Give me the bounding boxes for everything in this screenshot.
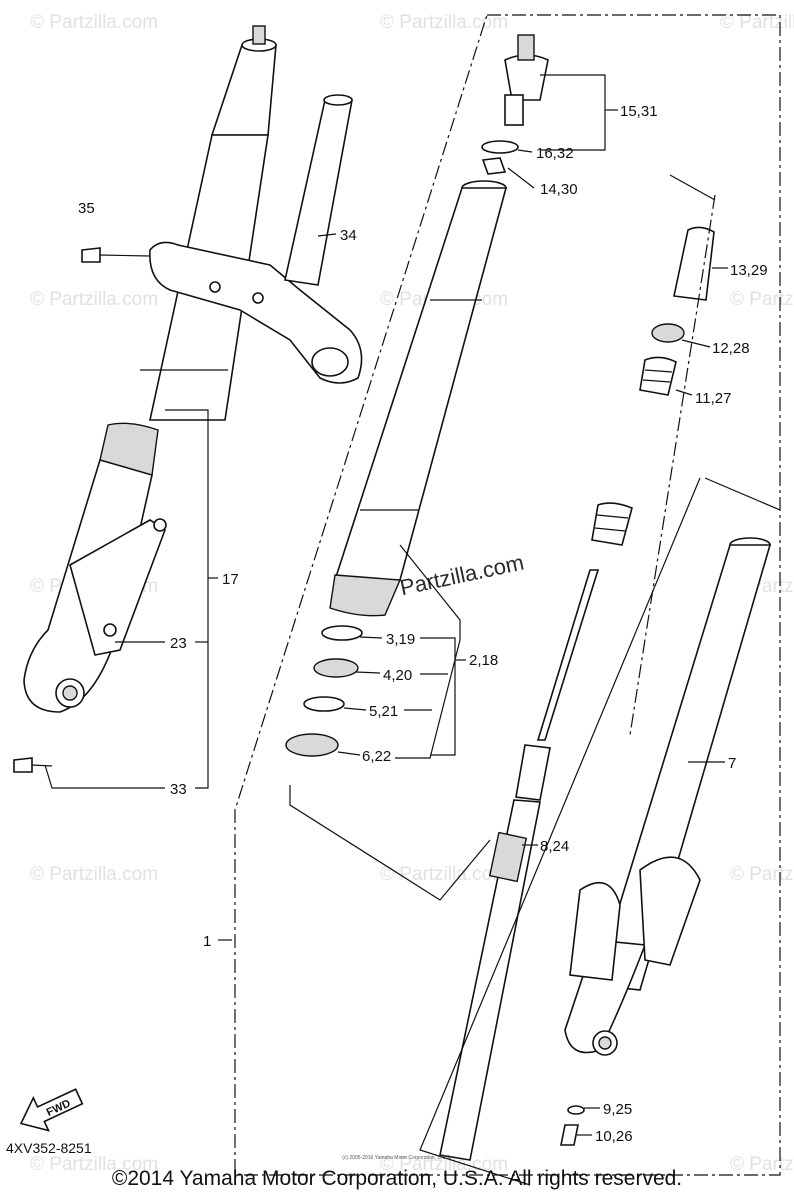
watermark: © Partzilla.com [30,864,158,885]
watermark: © Partzilla.com [380,864,508,885]
callout-14-30: 14,30 [540,181,578,198]
callout-35: 35 [78,200,95,217]
outer-tube [333,187,508,581]
damper-piston [515,744,551,801]
washer-12 [651,323,685,343]
callout-15-31: 15,31 [620,103,658,120]
inner-tube-7 [593,544,772,991]
callout-33: 33 [170,781,187,798]
fwd-label: FWD [45,1097,73,1118]
watermark: © Partzilla.com [30,289,158,310]
seal-4 [313,658,359,678]
callout-4-20: 4,20 [383,667,412,684]
damper-assembly [419,174,781,1186]
callout-17: 17 [222,571,239,588]
diagram-code: 4XV352-8251 [6,1140,92,1156]
callout-2-18: 2,18 [469,652,498,669]
watermark: © Partzilla.com [730,289,794,310]
spring-11 [639,356,677,396]
callout-12-28: 12,28 [712,340,750,357]
cap-adjuster [517,34,535,61]
o-ring-16 [481,140,519,154]
damper-rod [536,569,600,741]
clip-5 [303,696,345,712]
copyright-notice: ©2014 Yamaha Motor Corporation, U.S.A. A… [111,1167,683,1190]
watermark: © Partzilla.com [380,12,508,33]
washer-9 [567,1105,585,1115]
callout-16-32: 16,32 [536,145,574,162]
bolt-33 [13,757,33,773]
watermark: © Partzilla.com [30,12,158,33]
assembled-fork [13,25,363,773]
lower-bracket-7 [639,856,701,966]
assembly-outline [234,14,781,1176]
callout-13-29: 13,29 [730,262,768,279]
watermark: © Partzilla.com [380,1154,508,1175]
watermark: © Partzilla.com [30,1154,158,1175]
callout-6-22: 6,22 [362,748,391,765]
callout-1: 1 [203,933,211,950]
rebound-spring [591,502,633,546]
dust-seal-6 [285,733,339,757]
bolt-10 [560,1124,579,1146]
caliper-mount [69,519,166,656]
callout-9-25: 9,25 [603,1101,632,1118]
callout-10-26: 10,26 [595,1128,633,1145]
outer-tube-assembled [210,40,277,136]
watermark-group: © Partzilla.com © Partzilla.com © Partzi… [30,12,794,1175]
caliper-mount-7 [569,881,621,981]
cap-stem [504,94,524,126]
watermark: © Partzilla.com [720,12,794,33]
handlebar-34 [284,95,353,286]
callout-11-27: 11,27 [695,390,731,407]
fwd-arrow: FWD [19,1088,84,1132]
leader-lines [44,74,728,1136]
outer-tube-exploded [285,34,549,901]
nut-14 [481,157,507,175]
callout-34: 34 [340,227,357,244]
callout-8-24: 8,24 [540,838,569,855]
fwd-arrow-icon [19,1088,84,1132]
upper-bracket [149,241,363,384]
callout-3-19: 3,19 [386,631,415,648]
callout-7: 7 [728,755,736,772]
callout-labels: 15,31 16,32 14,30 13,29 12,28 11,27 35 3… [78,103,768,1145]
damper-tube [439,799,541,1161]
callout-23: 23 [170,635,187,652]
bolt-35 [81,247,101,263]
small-copyright: (c) 2005-2016 Yamaha Motor Corporation, … [342,1155,452,1161]
seal-3 [321,625,363,641]
cap-bolt-15 [504,54,549,101]
watermark: © Partzilla.com [730,864,794,885]
callout-5-21: 5,21 [369,703,398,720]
collar-13 [673,226,715,301]
tube-bottom-ring [329,574,402,617]
cap-bolt [252,25,266,45]
watermark: © Partzilla.com [730,1154,794,1175]
piece-8 [488,831,528,883]
